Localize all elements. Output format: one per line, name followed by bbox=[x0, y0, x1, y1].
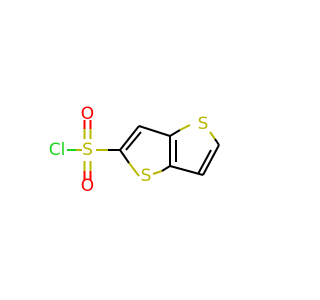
c2-c3-inner-double-bond bbox=[125, 131, 142, 151]
sulfonyl-sulfur-atom-label: S bbox=[82, 140, 93, 160]
s1-c6a-bond-right bbox=[161, 165, 171, 172]
c6-c6a-bond bbox=[169, 165, 204, 176]
ring-sulfur-right-label: S bbox=[198, 114, 209, 134]
c5-c6-inner-double-bond bbox=[197, 149, 212, 175]
molecule-structure: Cl S O O S S bbox=[49, 104, 220, 196]
s1-c2-bond-upper bbox=[119, 149, 130, 164]
bottom-oxygen-atom-label: O bbox=[81, 176, 94, 196]
top-oxygen-atom-label: O bbox=[81, 104, 94, 124]
s4-c5-bond-left bbox=[209, 131, 216, 140]
s4-c5-bond-right bbox=[214, 138, 220, 146]
s1-c2-bond-lower bbox=[128, 162, 140, 177]
c5-c6-bond bbox=[202, 144, 220, 176]
s1-c6a-bond-left bbox=[152, 170, 163, 175]
sulfonyl-group: Cl S O O bbox=[49, 104, 120, 196]
c3a-s4-bond-lower bbox=[169, 129, 181, 137]
c2-c3-bond bbox=[119, 125, 140, 151]
thienothiophene-core: S S bbox=[119, 114, 220, 186]
chlorine-atom-label: Cl bbox=[49, 140, 66, 160]
c3-c3a-bond bbox=[138, 125, 171, 137]
c3a-s4-bond-upper bbox=[179, 124, 191, 131]
ring-sulfur-left-label: S bbox=[141, 166, 152, 186]
molecule-canvas: Cl S O O S S bbox=[48, 104, 220, 196]
